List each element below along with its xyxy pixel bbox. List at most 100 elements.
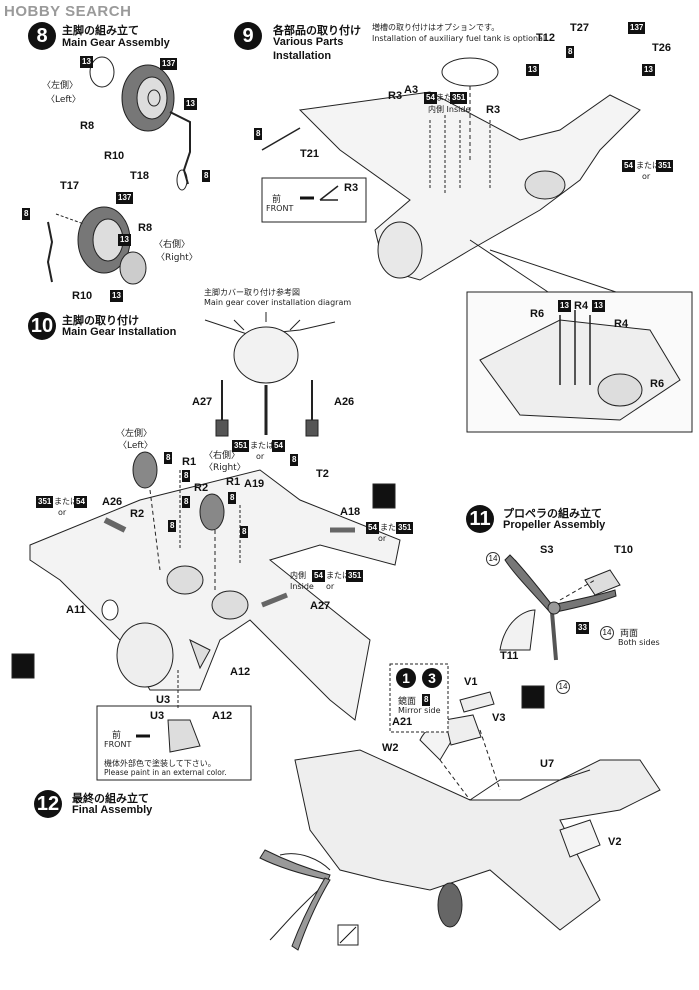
watermark: HOBBY SEARCH (4, 3, 132, 20)
part-R3: R3 (344, 182, 359, 194)
part-A18: A18 (340, 506, 361, 518)
left-label-en: 〈Left〉 (118, 441, 153, 451)
color-badge-137: 137 (628, 22, 646, 34)
step-10-number: 10 (28, 312, 56, 340)
step-8-number: 8 (28, 22, 56, 50)
color-badge-13: 13 (110, 290, 123, 302)
part-A26: A26 (334, 396, 355, 408)
color-badge-137: 137 (116, 192, 134, 204)
part-A26: A26 (102, 496, 123, 508)
front-label-jp: 前 (272, 195, 282, 205)
step-9-number: 9 (234, 22, 262, 50)
step-9-title-jp: 各部品の取り付け (273, 24, 361, 37)
color-badge-351: 351 (656, 160, 674, 172)
color-badge-351: 351 (232, 440, 250, 452)
or-label-jp: または (54, 497, 78, 506)
paint-note-en: Please paint in an external color. (104, 768, 227, 777)
wheel-right-drawing (46, 206, 147, 285)
part-A11: A11 (66, 604, 86, 616)
color-badge-8: 8 (22, 208, 31, 220)
or-label-jp: または (636, 161, 660, 170)
or-label-jp: または (380, 523, 404, 532)
part-S3: S3 (540, 544, 554, 556)
inset-gear-drawing (479, 310, 681, 421)
color-badge-13: 13 (526, 64, 539, 76)
part-A12: A12 (230, 666, 251, 678)
ref-step-1: 1 (396, 668, 416, 688)
or-label-en: or (256, 452, 265, 461)
cover-note-en: Main gear cover installation diagram (204, 298, 352, 307)
color-badge-33: 33 (576, 622, 589, 634)
propeller-drawing (499, 554, 621, 661)
front-label-en: FRONT (266, 204, 294, 213)
color-badge-351: 351 (346, 570, 364, 582)
part-R4: R4 (614, 318, 629, 330)
brush-icon (11, 653, 35, 679)
or-label-jp: または (326, 571, 350, 580)
color-badge-351: 351 (450, 92, 468, 104)
part-R10: R10 (72, 290, 93, 302)
color-badge-137: 137 (160, 58, 178, 70)
inside-label-jp: 内側 (290, 571, 306, 580)
cover-note-jp: 主脚カバー取り付け参考図 (204, 288, 300, 297)
right-label-en: 〈Right〉 (156, 253, 198, 263)
part-T27: T27 (570, 22, 589, 34)
inside-label-en: Inside (290, 582, 314, 591)
mirror-label-jp: 鏡面 (398, 697, 417, 707)
color-badge-54: 54 (424, 92, 437, 104)
color-badge-54: 54 (74, 496, 87, 508)
color-badge-13: 13 (118, 234, 131, 246)
left-label-jp: 〈左側〉 (116, 429, 153, 439)
part-T17: T17 (60, 180, 79, 192)
part-R8: R8 (138, 222, 153, 234)
part-U7: U7 (540, 758, 555, 770)
part-T12: T12 (536, 32, 555, 44)
part-T21: T21 (300, 148, 319, 160)
tank-note-en: Installation of auxiliary fuel tank is o… (372, 34, 548, 43)
tank-note-jp: 増槽の取り付けはオプションです。 (372, 23, 500, 32)
step-12-title-en: Final Assembly (72, 804, 153, 816)
or-label-en: or (58, 508, 67, 517)
color-badge-8: 8 (254, 128, 263, 140)
aircraft-underside-drawing (29, 451, 401, 721)
part-R2: R2 (130, 508, 145, 520)
part-A19: A19 (244, 478, 265, 490)
wheel-left-drawing (89, 56, 191, 191)
aircraft-top-drawing (261, 57, 641, 301)
step-8-title-jp: 主脚の組み立て (62, 24, 139, 37)
part-R3: R3 (486, 104, 501, 116)
part-R1: R1 (226, 476, 241, 488)
color-badge-8: 8 (182, 496, 191, 508)
step-11-number: 11 (466, 505, 494, 533)
color-circle-14: 14 (600, 626, 614, 640)
or-label-en: or (642, 172, 651, 181)
glue-icon-12 (521, 685, 545, 709)
step-10-title-jp: 主脚の取り付け (62, 314, 139, 327)
part-R8: R8 (80, 120, 95, 132)
color-badge-351: 351 (396, 522, 414, 534)
color-badge-8: 8 (182, 470, 191, 482)
mirror-label-en: Mirror side (398, 706, 441, 715)
color-badge-8: 8 (566, 46, 575, 58)
part-T18: T18 (130, 170, 149, 182)
right-label-en: 〈Right〉 (204, 463, 246, 473)
color-circle-14: 14 (486, 552, 500, 566)
step-10-title-en: Main Gear Installation (62, 326, 177, 338)
step-8-title-en: Main Gear Assembly (62, 37, 170, 49)
part-A21: A21 (392, 716, 413, 728)
part-R3: R3 (388, 90, 403, 102)
part-A27: A27 (310, 600, 331, 612)
color-badge-8: 8 (240, 526, 249, 538)
cover-diagram-drawing (204, 312, 336, 437)
part-U3: U3 (156, 694, 171, 706)
part-R4: R4 (574, 300, 589, 312)
color-badge-8: 8 (290, 454, 299, 466)
part-W2: W2 (382, 742, 399, 754)
part-V3: V3 (492, 712, 506, 724)
aircraft-final-drawing (259, 691, 661, 951)
part-R2: R2 (194, 482, 209, 494)
part-A27: A27 (192, 396, 213, 408)
paint-note-jp: 機体外部色で塗装して下さい。 (104, 759, 216, 768)
step-9-title-en2: Installation (273, 50, 332, 62)
